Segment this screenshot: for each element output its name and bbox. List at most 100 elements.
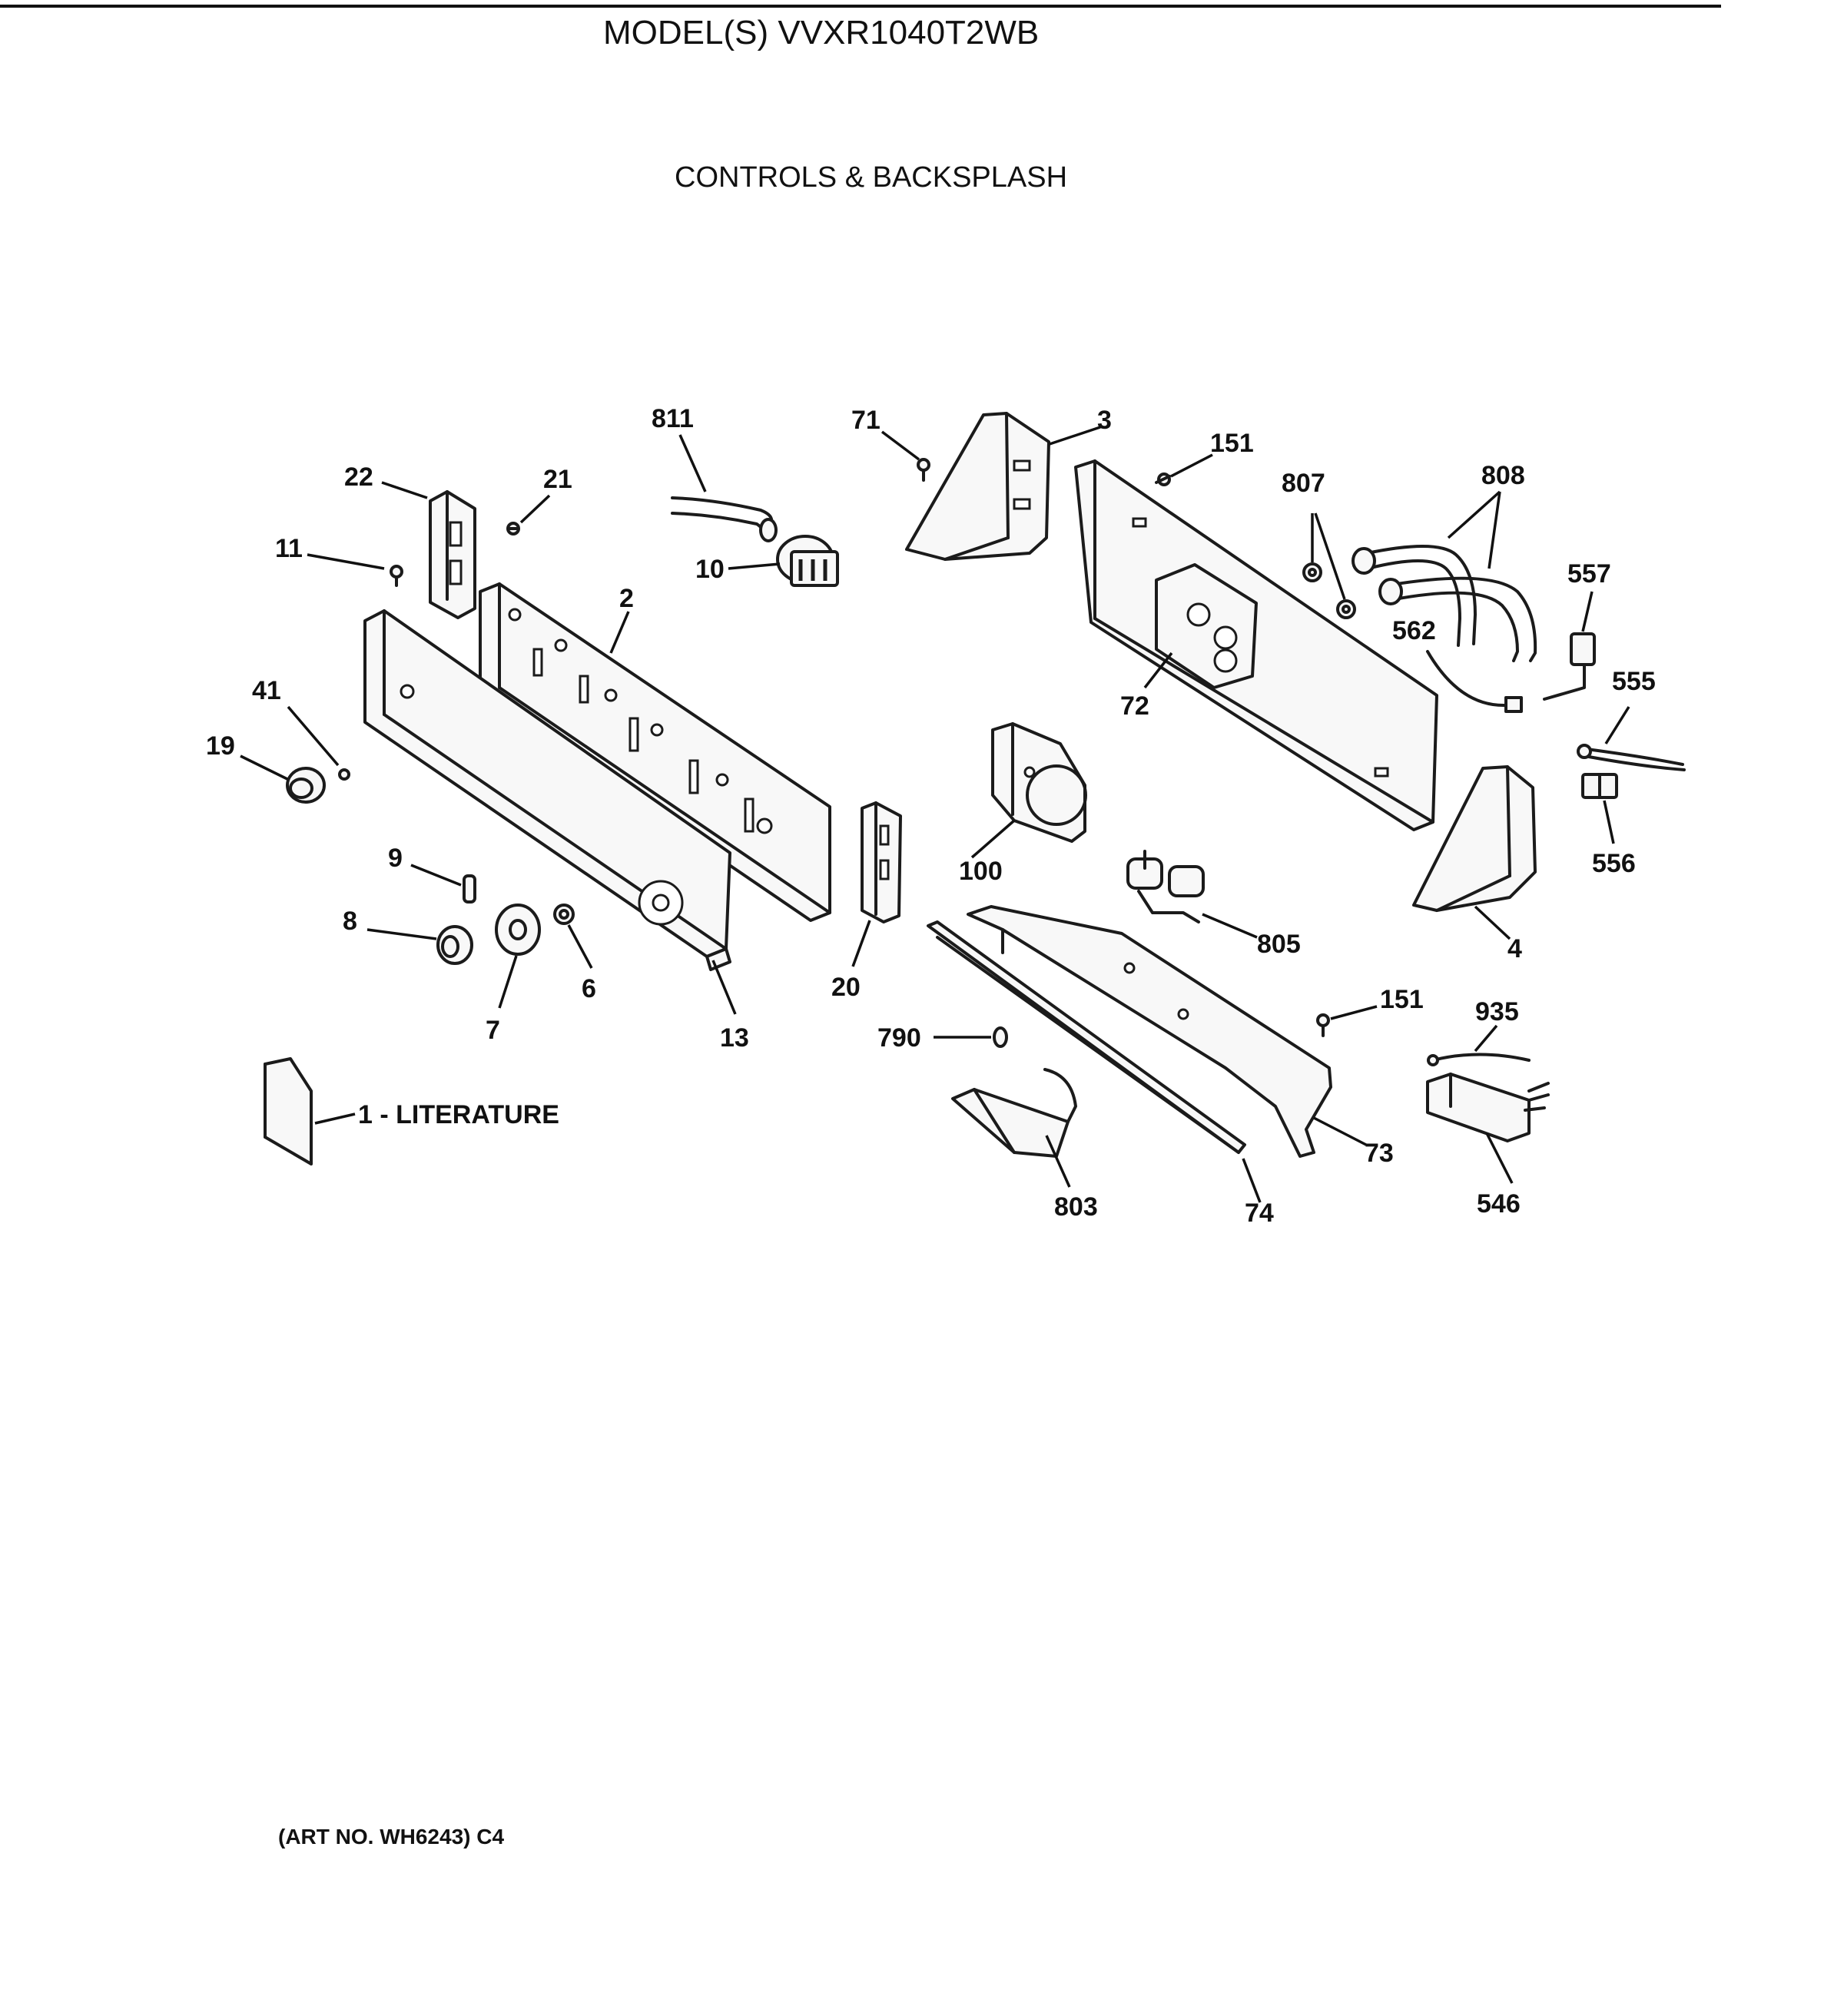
leader-807b — [1314, 512, 1346, 600]
literature-label: 1 - LITERATURE — [358, 1100, 559, 1129]
callout-71: 71 — [851, 406, 881, 435]
leader-4 — [1474, 905, 1511, 940]
callout-41: 41 — [252, 676, 281, 705]
part-803-dispenser — [951, 1068, 1077, 1158]
part-9-clip — [463, 874, 476, 904]
model-title: MODEL(S) VVXR1040T2WB — [603, 14, 1039, 51]
part-811-hose — [671, 496, 778, 542]
callout-935: 935 — [1475, 997, 1519, 1026]
callout-7: 7 — [486, 1016, 500, 1045]
callout-22: 22 — [344, 463, 373, 492]
part-557-connector — [1543, 632, 1596, 701]
part-151-screw-lower — [1316, 1013, 1330, 1037]
callout-2: 2 — [619, 584, 634, 613]
part-10-pressure-switch — [776, 535, 839, 587]
part-21-screw — [506, 522, 520, 536]
callout-790: 790 — [877, 1023, 921, 1053]
leader-11 — [307, 553, 385, 570]
leader-71 — [881, 430, 920, 461]
callout-555: 555 — [1612, 667, 1656, 696]
callout-546: 546 — [1477, 1189, 1521, 1219]
callout-562: 562 — [1392, 616, 1436, 645]
part-41-set-screw — [338, 768, 350, 781]
callout-151-lower: 151 — [1380, 985, 1424, 1014]
part-808-fill-hoses — [1351, 545, 1537, 662]
callout-4: 4 — [1507, 934, 1522, 963]
part-74-trim-strip — [927, 920, 1246, 1154]
leader-41 — [287, 705, 340, 767]
leader-74 — [1242, 1158, 1262, 1203]
part-790-hose-clamp — [993, 1026, 1008, 1048]
callout-805: 805 — [1257, 930, 1301, 959]
callout-811: 811 — [652, 404, 694, 433]
callout-73: 73 — [1365, 1139, 1394, 1168]
leader-6 — [567, 924, 593, 969]
leader-72 — [1143, 652, 1173, 689]
leader-73 — [1313, 1116, 1367, 1146]
part-151-screw-top — [1155, 472, 1171, 486]
callout-6: 6 — [582, 974, 596, 1003]
part-7-dial — [495, 904, 541, 956]
part-100-timer — [991, 722, 1087, 843]
callout-74: 74 — [1245, 1199, 1274, 1228]
leader-808a — [1447, 490, 1501, 539]
part-556-plug — [1581, 773, 1618, 799]
leader-9 — [410, 864, 462, 887]
leader-151-top — [1170, 453, 1213, 478]
part-11-screw — [390, 565, 403, 587]
callout-9: 9 — [388, 844, 403, 873]
leader-10 — [728, 562, 781, 570]
callout-803: 803 — [1054, 1192, 1098, 1222]
leader-935 — [1474, 1024, 1498, 1053]
leader-19 — [240, 754, 288, 781]
leader-546 — [1485, 1132, 1514, 1184]
callout-10: 10 — [695, 555, 725, 584]
callout-13: 13 — [720, 1023, 749, 1053]
leader-805 — [1202, 913, 1258, 939]
part-562-wire — [1426, 650, 1523, 713]
callout-100: 100 — [959, 857, 1003, 886]
leader-808b — [1487, 491, 1501, 569]
art-number: (ART NO. WH6243) C4 — [278, 1825, 504, 1849]
callout-19: 19 — [206, 731, 235, 761]
part-8-knob — [436, 925, 473, 965]
leader-556 — [1603, 800, 1615, 844]
part-20-end-cap — [861, 801, 902, 923]
leader-811 — [678, 434, 707, 492]
part-73-mounting-rail — [967, 905, 1332, 1158]
part-805-water-valve — [1126, 850, 1205, 923]
leader-2 — [609, 611, 630, 654]
part-555-harness — [1577, 744, 1686, 771]
part-6-nut — [553, 904, 575, 925]
part-2-control-plate — [479, 582, 831, 922]
callout-72: 72 — [1120, 691, 1149, 721]
callout-11: 11 — [275, 534, 303, 563]
callout-557: 557 — [1567, 559, 1611, 589]
leader-13 — [711, 960, 737, 1015]
part-807-washers — [1302, 562, 1356, 619]
part-935-wire — [1427, 1053, 1531, 1066]
leader-803 — [1045, 1135, 1071, 1188]
leader-557 — [1581, 591, 1594, 632]
part-3-side-bracket — [905, 412, 1050, 561]
leader-555 — [1604, 706, 1630, 744]
part-19-knob — [286, 767, 326, 804]
leader-100 — [970, 819, 1016, 859]
leader-21 — [519, 494, 551, 524]
section-title: CONTROLS & BACKSPLASH — [675, 161, 1067, 194]
leader-22 — [381, 481, 428, 499]
part-22-end-bracket — [429, 490, 476, 619]
part-71-screw — [917, 458, 930, 482]
leader-3 — [1049, 426, 1101, 446]
callout-8: 8 — [343, 907, 357, 936]
callout-20: 20 — [831, 973, 861, 1002]
part-72-backsplash — [1074, 459, 1438, 831]
callout-21: 21 — [543, 465, 572, 494]
leader-20 — [851, 920, 871, 967]
part-4-side-bracket — [1412, 765, 1537, 912]
part-546-terminal-block — [1426, 1073, 1550, 1142]
leader-151-lower — [1330, 1005, 1378, 1020]
callout-556: 556 — [1592, 849, 1636, 878]
literature-envelope — [264, 1057, 313, 1166]
